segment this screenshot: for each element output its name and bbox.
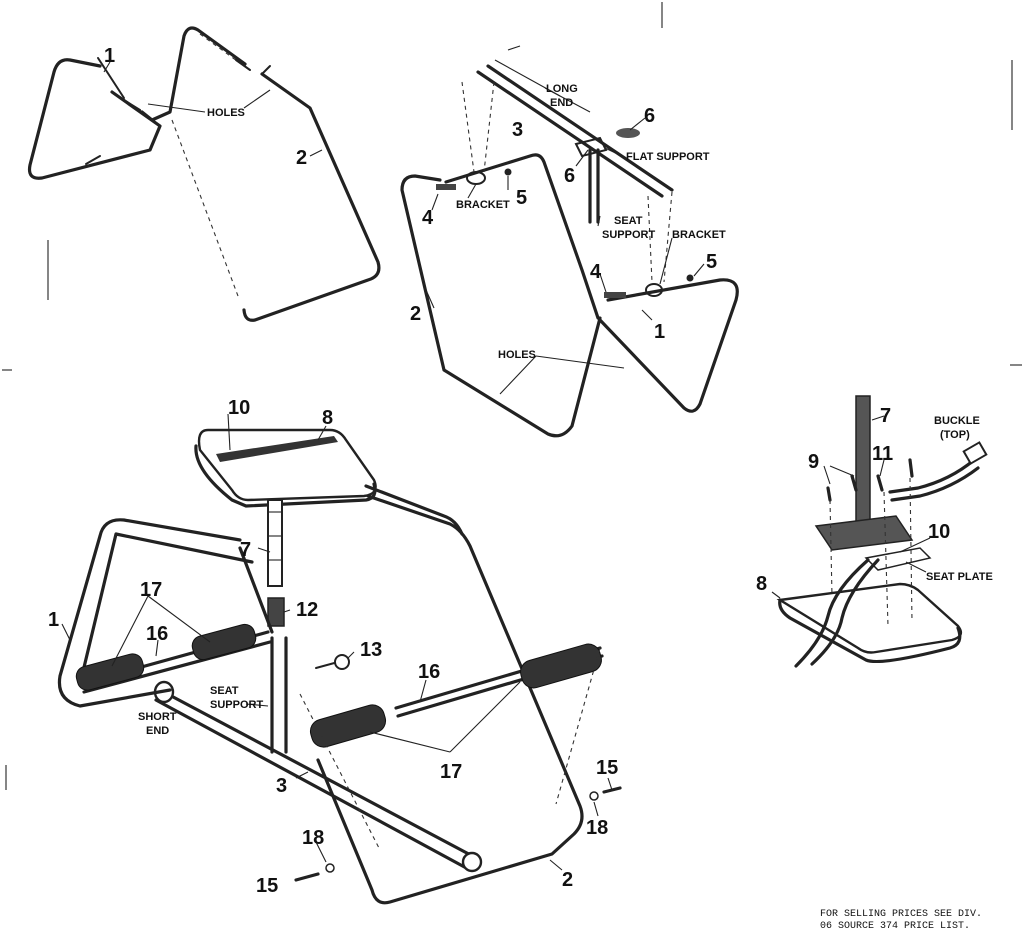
callout-16-right: 16 xyxy=(418,661,440,683)
seat-pad-part-8-main xyxy=(197,428,377,502)
seat-plate-part-10 xyxy=(864,547,932,571)
top-right-assembly: LONG END 3 6 FLAT SUPPORT 6 5 BRACKET 4 … xyxy=(400,45,739,438)
label-bracket-right: BRACKET xyxy=(672,229,726,241)
callout-12: 12 xyxy=(296,599,318,621)
callout-10-main: 10 xyxy=(228,397,250,419)
callout-2-main: 2 xyxy=(562,869,573,891)
label-holes-topleft: HOLES xyxy=(207,107,245,119)
label-end-main: END xyxy=(146,725,169,737)
callout-2-topright: 2 xyxy=(410,303,421,325)
label-flat-support: FLAT SUPPORT xyxy=(626,151,710,163)
callout-16-left: 16 xyxy=(146,623,168,645)
callout-9: 9 xyxy=(808,451,819,473)
price-list-note: FOR SELLING PRICES SEE DIV. 06 SOURCE 37… xyxy=(820,909,1020,933)
callout-7-detail: 7 xyxy=(880,405,891,427)
callout-1-topleft: 1 xyxy=(104,45,115,67)
callout-5-topright-left: 5 xyxy=(516,187,527,209)
callout-18-right: 18 xyxy=(586,817,608,839)
callout-18-left: 18 xyxy=(302,827,324,849)
tube-part-3 xyxy=(476,70,664,198)
callout-5-topright-right: 5 xyxy=(706,251,717,273)
label-short: SHORT xyxy=(138,711,177,723)
price-note-line-2: 06 SOURCE 374 PRICE LIST. xyxy=(820,921,971,932)
label-seat-plate: SEAT PLATE xyxy=(926,571,993,583)
top-left-assembly: HOLES 1 2 xyxy=(27,26,381,322)
callout-4-topright-right: 4 xyxy=(590,261,602,283)
seat-detail-assembly: 7 BUCKLE (TOP) 9 11 10 SEAT PLATE 8 xyxy=(756,395,993,668)
frame-part-2-topright xyxy=(400,174,602,438)
label-long: LONG xyxy=(546,83,578,95)
label-buckle: BUCKLE xyxy=(934,415,980,427)
callout-17-left: 17 xyxy=(140,579,162,601)
post-part-7-main xyxy=(267,499,283,587)
buckle-icon xyxy=(962,441,988,465)
label-bracket-left: BRACKET xyxy=(456,199,510,211)
label-support-topright: SUPPORT xyxy=(602,229,655,241)
grip-part-17-left-a xyxy=(75,653,145,691)
callout-10-detail: 10 xyxy=(928,521,950,543)
callout-1-topright: 1 xyxy=(654,321,665,343)
callout-8-detail: 8 xyxy=(756,573,767,595)
callout-6-side: 6 xyxy=(564,165,575,187)
callout-1-main: 1 xyxy=(48,609,59,631)
callout-15-left: 15 xyxy=(256,875,278,897)
callout-17-right: 17 xyxy=(440,761,462,783)
callout-7-main: 7 xyxy=(240,539,251,561)
callout-15-right: 15 xyxy=(596,757,618,779)
strap-part-10-main xyxy=(216,436,338,462)
label-seat-topright: SEAT xyxy=(614,215,643,227)
grip-part-17-right-a xyxy=(309,704,387,748)
callout-2-topleft: 2 xyxy=(296,147,307,169)
frame-part-1-topright xyxy=(598,278,739,413)
grip-part-17-right-b xyxy=(520,643,602,689)
callout-11: 11 xyxy=(872,443,893,465)
callout-3-topright: 3 xyxy=(512,119,523,141)
callout-13: 13 xyxy=(360,639,382,661)
label-support-main: SUPPORT xyxy=(210,699,263,711)
label-holes-topright: HOLES xyxy=(498,349,536,361)
callout-6-top: 6 xyxy=(644,105,655,127)
grip-part-17-left-b xyxy=(191,623,257,661)
price-note-line-1: FOR SELLING PRICES SEE DIV. xyxy=(820,909,983,920)
frame-part-2-topleft xyxy=(140,26,247,122)
tube-part-3-main xyxy=(158,688,482,862)
callout-4-topright-left: 4 xyxy=(422,207,434,229)
frame-part-1-main xyxy=(57,518,242,708)
seat-pad-part-8-detail xyxy=(776,582,963,654)
label-seat-main: SEAT xyxy=(210,685,239,697)
scan-marks xyxy=(2,2,1022,790)
label-end-topright: END xyxy=(550,97,573,109)
bottom-main-assembly: 10 8 7 12 13 17 16 1 16 SEAT SUPPORT SHO… xyxy=(48,397,622,905)
label-buckle-top: (TOP) xyxy=(940,429,970,441)
frame-part-1-topleft xyxy=(27,58,162,180)
callout-3-main: 3 xyxy=(276,775,287,797)
callout-8-main: 8 xyxy=(322,407,333,429)
